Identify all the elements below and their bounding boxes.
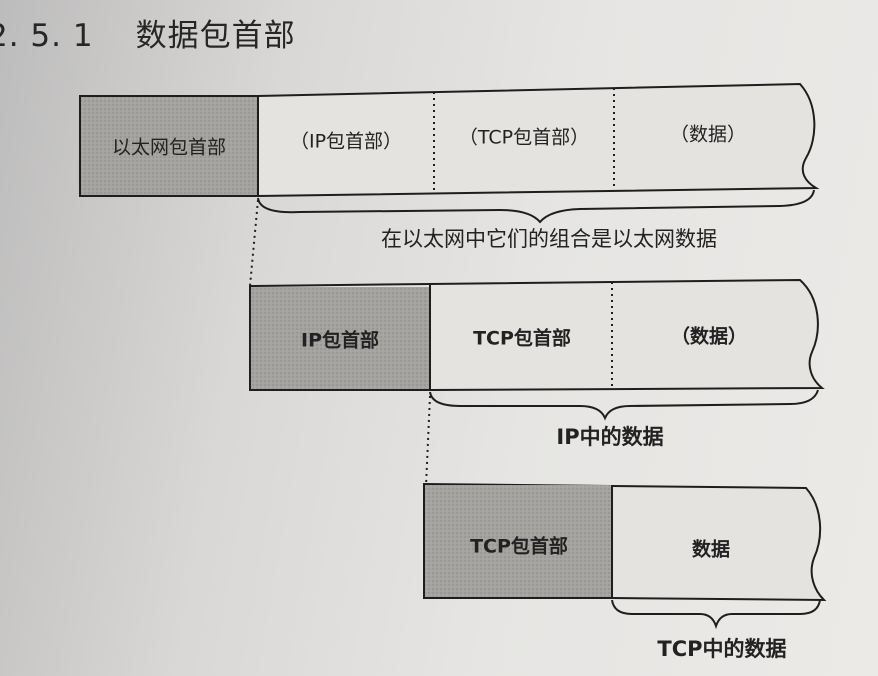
ip-header-cell	[251, 287, 429, 389]
tcp-data-caption: TCP中的数据	[657, 637, 787, 661]
tcp-header-label: （TCP包首部）	[458, 126, 590, 149]
tcp-data-brace	[611, 599, 821, 630]
tcp-segment	[423, 482, 827, 630]
ethernet-header-label: 以太网包首部	[111, 136, 227, 159]
tcp-header-label: TCP包首部	[473, 327, 571, 350]
ethernet-data-caption: 在以太网中它们的组合是以太网数据	[381, 227, 717, 251]
tcp-header-label: TCP包首部	[470, 535, 568, 558]
ip-header-label: IP包首部	[301, 329, 379, 352]
data-label: （数据）	[670, 325, 748, 348]
ethernet-frame	[79, 82, 820, 224]
data-label: 数据	[691, 538, 731, 561]
ip-header-label: （IP包首部）	[289, 130, 403, 153]
section-heading: 2. 5. 1 数据包首部	[0, 10, 296, 55]
ip-data-brace	[429, 389, 819, 421]
ethernet-data-brace	[257, 189, 815, 224]
ethernet-frame-box	[79, 82, 820, 197]
ip-data-caption: IP中的数据	[556, 425, 664, 449]
dotted-guide	[425, 395, 431, 487]
section-title: 数据包首部	[135, 18, 296, 54]
section-number: 2. 5. 1	[0, 18, 94, 54]
ethernet-header-cell	[81, 97, 257, 195]
ip-packet	[249, 278, 825, 421]
dotted-guide	[249, 199, 259, 287]
data-label: （数据）	[669, 123, 747, 146]
tcp-header-cell	[425, 485, 611, 597]
